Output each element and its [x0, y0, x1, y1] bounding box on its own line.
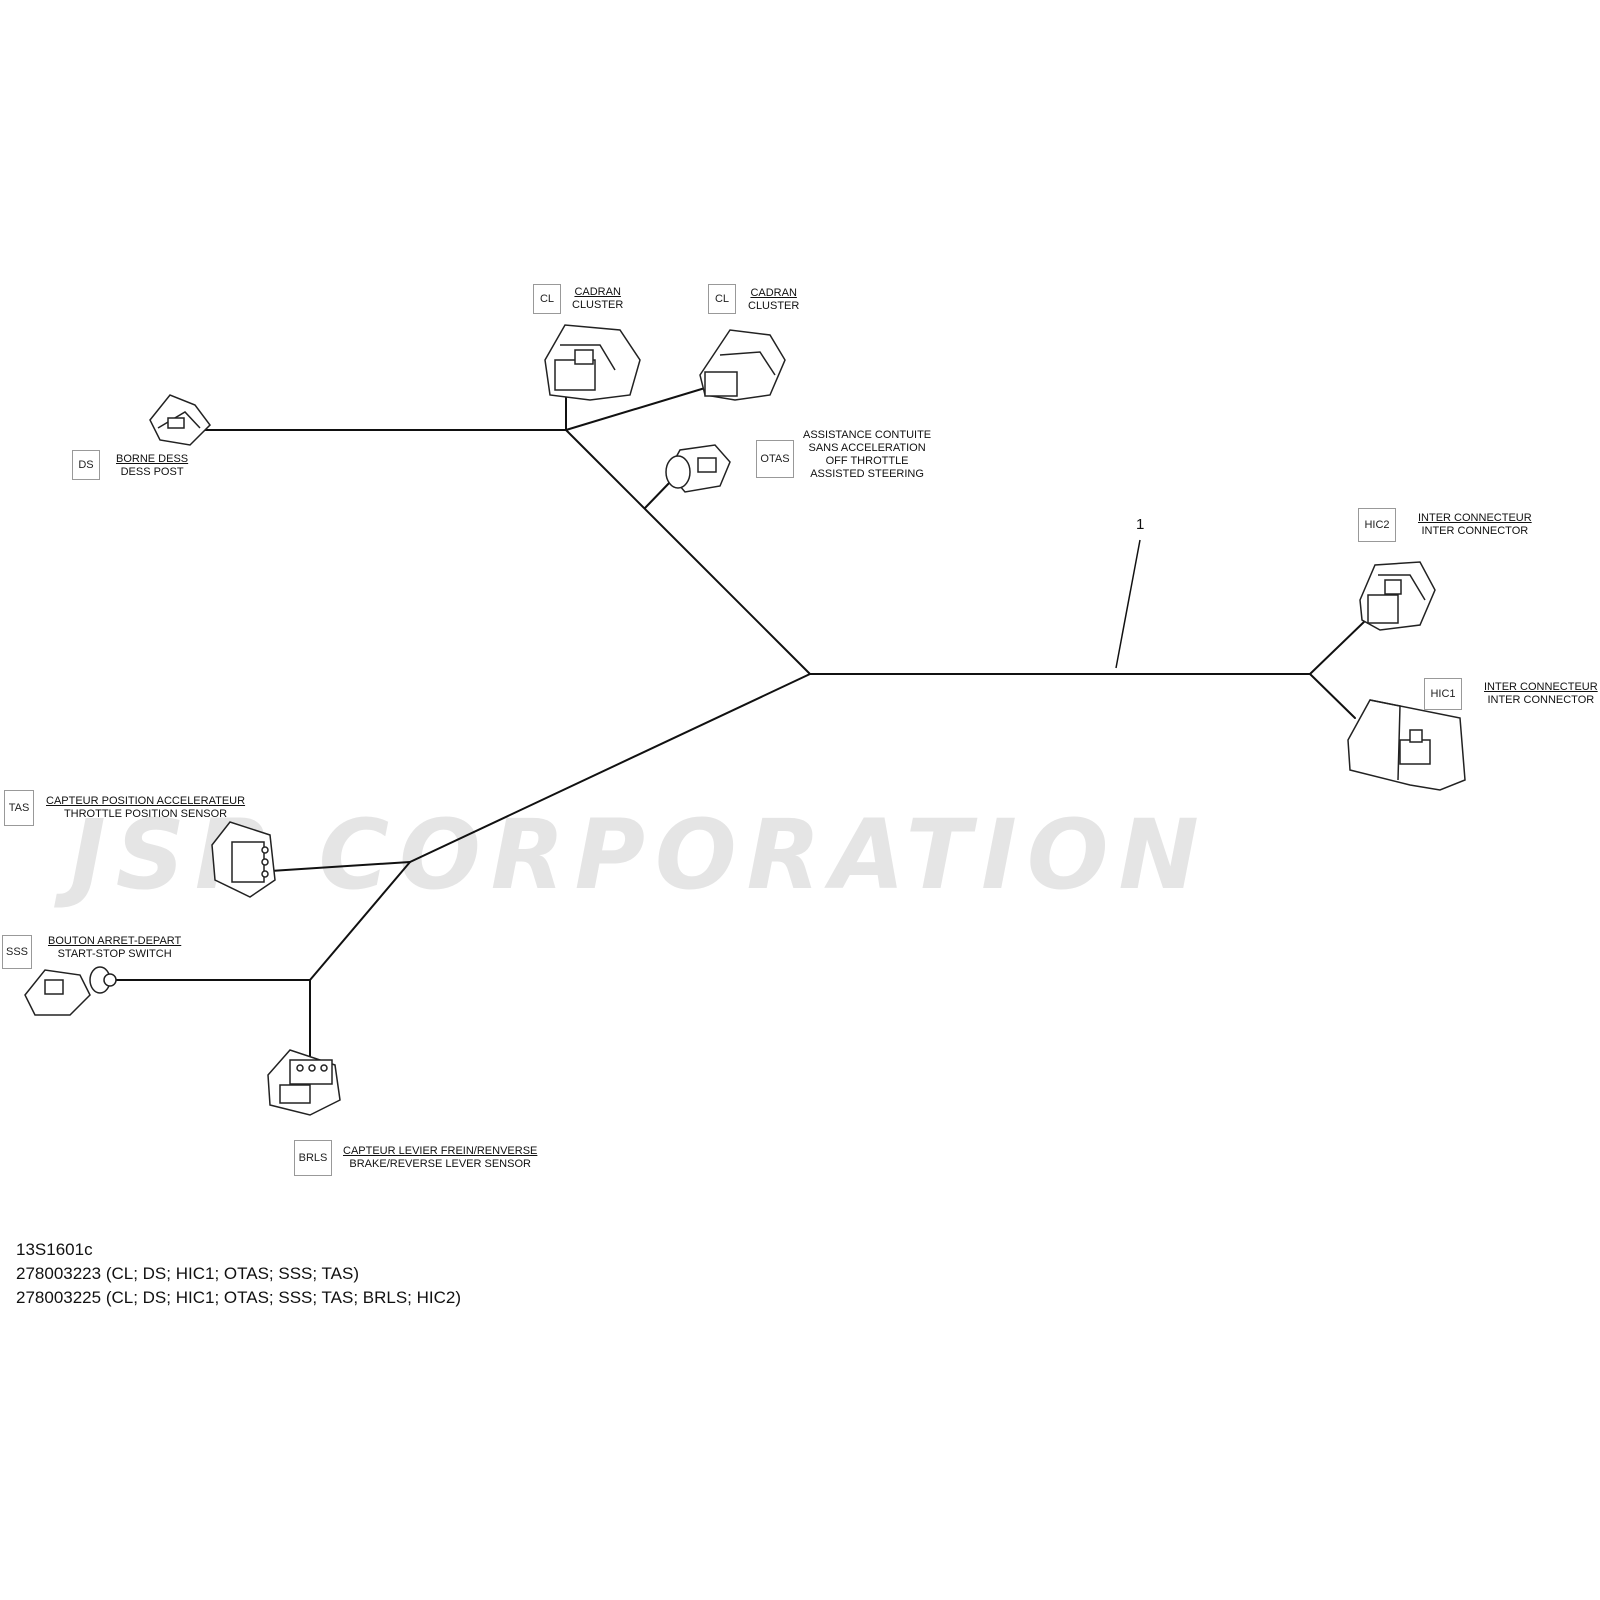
footer-part-numbers: 13S1601c 278003223 (CL; DS; HIC1; OTAS; … [16, 1238, 461, 1310]
label-hic1: INTER CONNECTEUR INTER CONNECTOR [1484, 681, 1598, 707]
label-brls-fr: CAPTEUR LEVIER FREIN/RENVERSE [343, 1145, 538, 1157]
label-otas: ASSISTANCE CONTUITE SANS ACCELERATION OF… [803, 429, 931, 481]
footer-part-2: 278003225 (CL; DS; HIC1; OTAS; SSS; TAS;… [16, 1288, 462, 1307]
cl1-connector-icon [544, 324, 641, 401]
label-hic1-en: INTER CONNECTOR [1487, 694, 1595, 706]
code-box-tas: TAS [4, 790, 34, 826]
code-box-ds: DS [72, 450, 100, 480]
footer-part-1: 278003223 (CL; DS; HIC1; OTAS; SSS; TAS) [16, 1264, 359, 1283]
callout-number: 1 [1136, 516, 1145, 533]
label-otas-line-1: ASSISTANCE CONTUITE [803, 429, 932, 441]
wire-cl2 [565, 387, 706, 431]
label-sss-fr: BOUTON ARRET-DEPART [48, 935, 182, 947]
code-box-cl2: CL [708, 284, 736, 314]
label-ds: BORNE DESS DESS POST [116, 453, 188, 479]
ds-connector-icon [149, 394, 211, 446]
label-tas-en: THROTTLE POSITION SENSOR [63, 808, 228, 820]
code-box-cl1: CL [533, 284, 561, 314]
otas-connector-icon [665, 444, 731, 493]
label-cl2-en: CLUSTER [748, 300, 800, 312]
label-hic2: INTER CONNECTEUR INTER CONNECTOR [1418, 512, 1532, 538]
code-box-hic2: HIC2 [1358, 508, 1396, 542]
label-cl1-fr: CADRAN [574, 286, 621, 298]
callout-leader [1115, 539, 1141, 669]
label-brls: CAPTEUR LEVIER FREIN/RENVERSE BRAKE/REVE… [343, 1145, 537, 1171]
label-hic2-fr: INTER CONNECTEUR [1418, 512, 1532, 524]
wire-hic1 [1309, 673, 1356, 719]
label-tas-fr: CAPTEUR POSITION ACCELERATEUR [46, 795, 246, 807]
wire-hic2 [1309, 619, 1367, 675]
code-box-sss: SSS [2, 935, 32, 969]
label-otas-line-2: SANS ACCELERATION [808, 442, 926, 454]
code-box-hic1: HIC1 [1424, 678, 1462, 710]
footer-ref: 13S1601c [16, 1240, 93, 1259]
label-cl1: CADRAN CLUSTER [572, 286, 623, 312]
label-brls-en: BRAKE/REVERSE LEVER SENSOR [349, 1158, 531, 1170]
wire-otas [644, 479, 673, 509]
tas-connector-icon [211, 821, 276, 898]
label-ds-en: DESS POST [120, 466, 184, 478]
label-sss-en: START-STOP SWITCH [57, 948, 172, 960]
label-sss: BOUTON ARRET-DEPART START-STOP SWITCH [48, 935, 181, 961]
label-hic2-en: INTER CONNECTOR [1421, 525, 1529, 537]
code-box-brls: BRLS [294, 1140, 332, 1176]
label-otas-line-3: OFF THROTTLE [825, 455, 909, 467]
label-tas: CAPTEUR POSITION ACCELERATEUR THROTTLE P… [46, 795, 245, 821]
label-hic1-fr: INTER CONNECTEUR [1484, 681, 1598, 693]
hic1-connector-icon [1347, 699, 1466, 791]
label-cl1-en: CLUSTER [572, 299, 624, 311]
sss-connector-icon [24, 966, 117, 1016]
label-cl2: CADRAN CLUSTER [748, 287, 799, 313]
hic2-connector-icon [1359, 561, 1436, 631]
wire-lower-2 [309, 861, 411, 981]
wire-lower [409, 673, 811, 863]
wire-tas [254, 861, 411, 873]
label-ds-fr: BORNE DESS [116, 453, 189, 465]
label-otas-line-4: ASSISTED STEERING [810, 468, 924, 480]
wire-upper [565, 429, 811, 675]
code-box-otas: OTAS [756, 440, 794, 478]
brls-connector-icon [267, 1049, 341, 1116]
label-cl2-fr: CADRAN [750, 287, 797, 299]
cl2-connector-icon [699, 329, 786, 401]
